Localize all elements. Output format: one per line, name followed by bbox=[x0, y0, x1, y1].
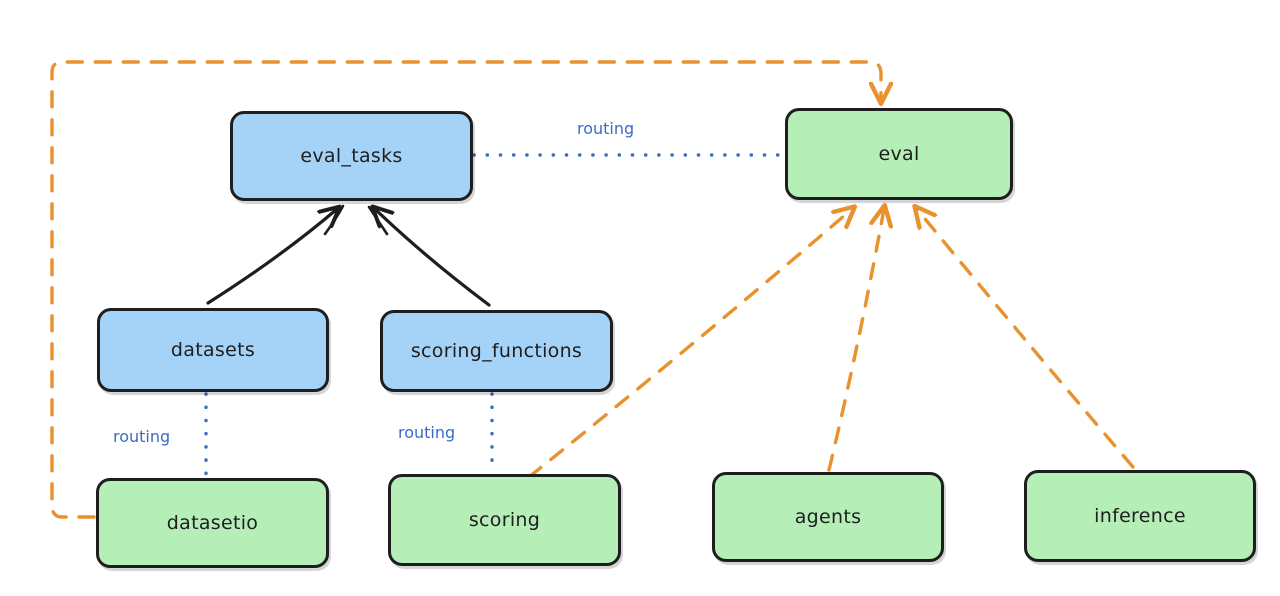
node-scoring-functions[interactable]: scoring_functions bbox=[380, 310, 613, 392]
edge-datasets-to-eval-tasks-feather bbox=[323, 204, 345, 236]
node-eval-tasks[interactable]: eval_tasks bbox=[230, 111, 473, 201]
node-eval[interactable]: eval bbox=[785, 108, 1013, 200]
node-label: scoring bbox=[468, 509, 541, 531]
edge-label-routing-datasets: routing bbox=[113, 427, 171, 446]
node-scoring[interactable]: scoring bbox=[388, 474, 621, 566]
edge-datasetio-to-eval bbox=[50, 60, 881, 519]
node-label: agents bbox=[794, 506, 862, 528]
node-label: scoring_functions bbox=[410, 340, 583, 362]
edge-label-routing-scoring-functions: routing bbox=[398, 423, 456, 442]
node-inference[interactable]: inference bbox=[1024, 470, 1256, 562]
edge-scoring-to-eval bbox=[527, 209, 852, 479]
node-datasetio[interactable]: datasetio bbox=[96, 478, 329, 568]
edge-scoring-functions-to-eval-tasks-feather bbox=[367, 205, 389, 236]
node-label: datasets bbox=[170, 339, 256, 361]
node-datasets[interactable]: datasets bbox=[97, 308, 329, 392]
edge-datasets-to-eval-tasks bbox=[206, 209, 337, 305]
edge-agents-to-eval bbox=[827, 209, 884, 472]
edge-inference-to-eval bbox=[917, 209, 1135, 469]
node-agents[interactable]: agents bbox=[712, 472, 944, 562]
node-label: eval_tasks bbox=[300, 145, 403, 167]
node-label: eval bbox=[878, 143, 920, 165]
edge-label-routing-eval-tasks: routing bbox=[577, 119, 635, 138]
node-label: inference bbox=[1094, 505, 1186, 527]
node-label: datasetio bbox=[166, 512, 259, 534]
edge-scoring-functions-to-eval-tasks bbox=[375, 209, 491, 307]
